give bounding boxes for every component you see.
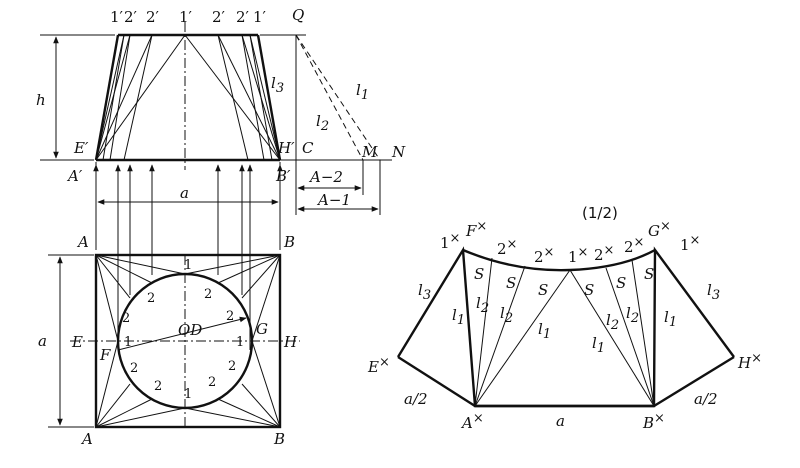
- true-length-l2: [295, 34, 364, 161]
- label-B-plan-top: B: [283, 233, 295, 251]
- label-a-top: a: [180, 184, 189, 202]
- label-OD: OD: [178, 321, 202, 339]
- label-2-tl-a: 2: [147, 291, 155, 306]
- label-1x-mid: 1×: [568, 245, 588, 266]
- label-C: C: [302, 139, 314, 157]
- label-Bx: B×: [642, 411, 665, 432]
- projection-arrows: [93, 164, 283, 350]
- label-1-left: 1: [124, 335, 132, 350]
- label-2-br-a: 2: [208, 375, 216, 390]
- label-a-bottom: a: [556, 412, 565, 430]
- label-E: E: [71, 333, 83, 351]
- label-F: F: [99, 346, 111, 364]
- development-generators: [462, 249, 656, 407]
- label-S1: S: [474, 265, 484, 283]
- front-generators-left: [95, 34, 186, 161]
- label-a-side: a: [38, 332, 47, 350]
- front-right-edge-l3: [256, 34, 282, 161]
- label-S4: S: [584, 281, 594, 299]
- label-2-bl-b: 2: [154, 379, 162, 394]
- front-left-edge: [94, 34, 120, 161]
- label-Ex: E×: [367, 355, 390, 376]
- label-l1-dev-b: l1: [538, 320, 551, 342]
- label-S6: S: [644, 265, 654, 283]
- label-A-plan-bottom: A: [80, 430, 93, 448]
- label-Gx: G×: [648, 219, 671, 240]
- label-2p-b: 2′: [146, 8, 160, 26]
- development-outline-base: [396, 246, 735, 408]
- label-A-prime: A′: [66, 167, 83, 185]
- plan-generators: [95, 254, 281, 428]
- label-S2: S: [506, 274, 516, 292]
- label-1-right: 1: [236, 335, 244, 350]
- label-H-prime: H′: [277, 139, 295, 157]
- label-l2-dev-b: l2: [500, 304, 513, 326]
- label-2-bl-a: 2: [130, 361, 138, 376]
- label-Q: Q: [292, 6, 304, 24]
- label-l1-front: l1: [356, 81, 369, 103]
- diameter-arrow: [117, 316, 247, 351]
- label-2-tl-b: 2: [122, 311, 130, 326]
- label-A-1: A−1: [316, 191, 351, 209]
- label-2p-c: 2′: [212, 8, 226, 26]
- edge-a-over-2-left: [397, 355, 476, 408]
- label-l2-dev-d: l2: [626, 304, 639, 326]
- label-M: M: [361, 143, 378, 161]
- label-l2-front: l2: [316, 112, 329, 134]
- label-E-prime: E′: [73, 139, 89, 157]
- label-l1-dev-a: l1: [452, 306, 465, 328]
- label-2x-b: 2×: [534, 245, 554, 266]
- edge-a-over-2-right: [653, 355, 735, 408]
- label-1p-e: 1′: [253, 8, 267, 26]
- label-Fx: F×: [465, 219, 487, 240]
- front-view: 1′ 2′ 2′ 1′ 2′ 2′ 1′ Q h l3 l1 l2 E′ H′ …: [36, 6, 406, 215]
- label-B-prime: B′: [275, 167, 291, 185]
- label-1-bottom: 1: [184, 387, 192, 402]
- label-A-plan-top: A: [76, 233, 89, 251]
- label-2-tr-a: 2: [204, 287, 212, 302]
- label-l3-front: l3: [271, 74, 284, 96]
- label-2x-d: 2×: [624, 235, 644, 256]
- label-2-br-b: 2: [228, 359, 236, 374]
- label-N: N: [391, 143, 406, 161]
- label-S3: S: [538, 281, 548, 299]
- label-1-top: 1: [184, 258, 192, 273]
- label-l2-dev-a: l2: [476, 294, 489, 316]
- label-2x-a: 2×: [497, 237, 517, 258]
- development-pattern: (1/2) 1× F× 2× 2× 1× 2× 2× G× 1× S S S S…: [367, 204, 762, 432]
- label-l1-dev-c: l1: [592, 334, 605, 356]
- label-a-over-2-right: a/2: [694, 390, 718, 408]
- label-2-tr-b: 2: [226, 309, 234, 324]
- label-B-plan-bottom: B: [273, 430, 285, 448]
- front-generators-right: [184, 34, 281, 161]
- label-2p-d: 2′: [236, 8, 250, 26]
- label-l2-dev-c: l2: [606, 311, 619, 333]
- true-length-l1: [295, 34, 381, 161]
- label-Hx: H×: [737, 351, 762, 372]
- label-l3-left: l3: [418, 281, 431, 303]
- label-1x-left: 1×: [440, 231, 460, 252]
- label-A-2: A−2: [308, 168, 343, 186]
- label-h: h: [36, 91, 46, 109]
- label-l1-dev-d: l1: [664, 308, 677, 330]
- label-G: G: [256, 320, 268, 338]
- label-Ax: A×: [460, 411, 484, 432]
- label-l3-right: l3: [707, 281, 720, 303]
- label-1p-mid: 1′: [179, 8, 193, 26]
- plan-view: A B E H F G A B a OD 1 1 1 1 2 2 2 2 2 2…: [38, 233, 300, 448]
- label-H: H: [283, 333, 298, 351]
- label-1x-right: 1×: [680, 233, 700, 254]
- label-2p-a: 2′: [124, 8, 138, 26]
- label-1p-a: 1′: [110, 8, 124, 26]
- label-a-over-2-left: a/2: [404, 390, 428, 408]
- label-2x-c: 2×: [594, 243, 614, 264]
- label-S5: S: [616, 274, 626, 292]
- label-scale: (1/2): [582, 204, 618, 222]
